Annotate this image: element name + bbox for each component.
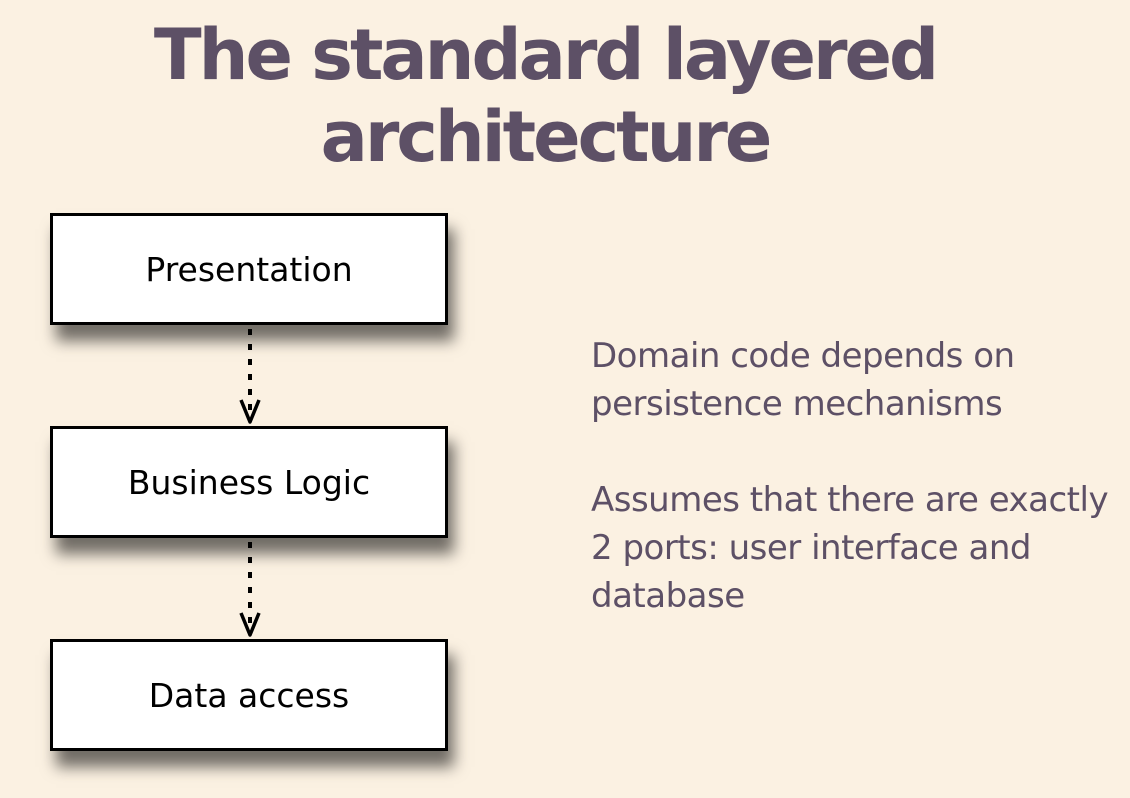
note-line: Domain code depends on — [591, 336, 1015, 376]
arrow-business-logic-to-data-access — [239, 542, 261, 637]
slide-title-line-2: architecture — [320, 96, 773, 178]
note-line: database — [591, 576, 745, 616]
note-domain-dependency: Domain code depends on persistence mecha… — [591, 332, 1121, 428]
slide-title-line-1: The standard layered — [153, 14, 939, 96]
layer-label-data-access: Data access — [148, 675, 350, 715]
note-two-ports: Assumes that there are exactly 2 ports: … — [591, 476, 1121, 620]
note-line: Assumes that there are exactly — [591, 480, 1109, 520]
layer-box-presentation: Presentation — [50, 213, 448, 325]
slide-title: The standard layered architecture — [0, 14, 1090, 178]
layer-label-business-logic: Business Logic — [127, 462, 371, 502]
arrow-presentation-to-business-logic — [239, 329, 261, 424]
layer-box-business-logic: Business Logic — [50, 426, 448, 538]
layer-box-data-access: Data access — [50, 639, 448, 751]
layer-label-presentation: Presentation — [145, 249, 353, 289]
note-line: persistence mechanisms — [591, 384, 1003, 424]
note-line: 2 ports: user interface and — [591, 528, 1032, 568]
